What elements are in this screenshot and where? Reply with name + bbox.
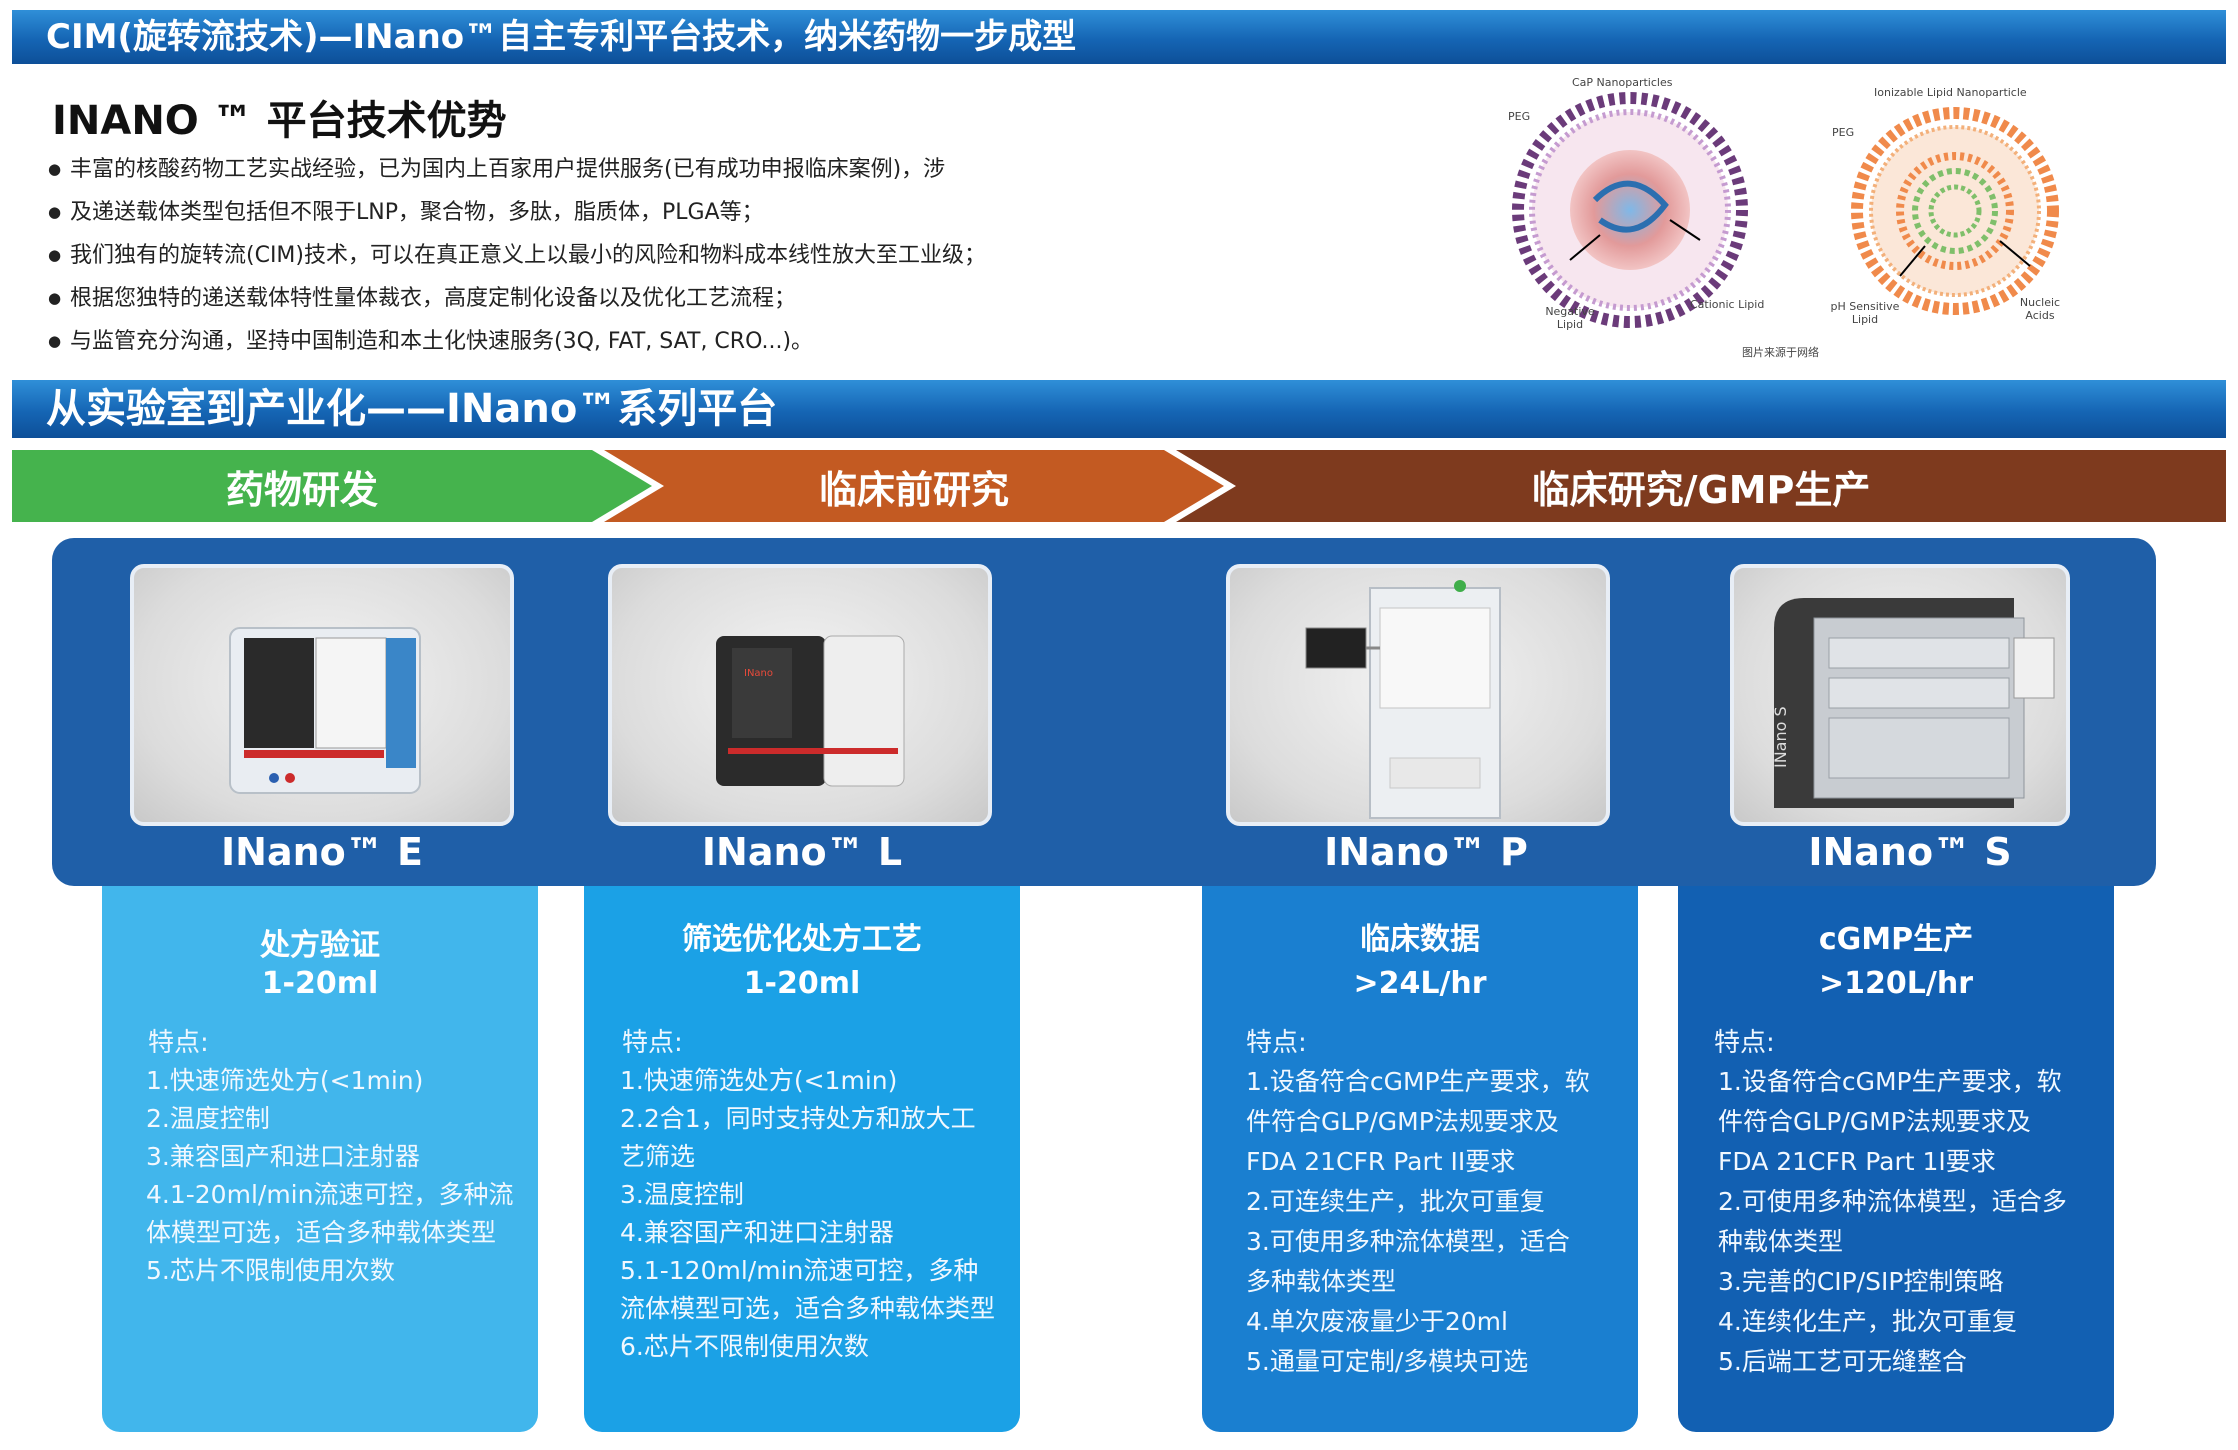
card-device-s: cGMP生产 >120L/hr 特点: 1.设备符合cGMP生产要求，软 件符合… — [1678, 886, 2114, 1432]
card-feature-label: 特点: — [1246, 1028, 1307, 1058]
feature-item: FDA 21CFR Part 1I要求 — [1718, 1147, 1996, 1176]
feature-item: 4.兼容国产和进口注射器 — [620, 1218, 894, 1247]
device-name-l: INano™ L — [701, 830, 903, 874]
feature-item: 艺筛选 — [620, 1142, 696, 1171]
feature-item: 5.后端工艺可无缝整合 — [1718, 1347, 1967, 1376]
advantage-item: 我们独有的旋转流(CIM)技术，可以在真正意义上以最小的风险和物料成本线性放大至… — [48, 234, 1028, 277]
device-p-image — [1305, 580, 1501, 819]
lnp-ph-label: pH Sensitive Lipid — [1830, 300, 1900, 326]
advantage-item: 根据您独特的递送载体特性量体裁衣，高度定制化设备以及优化工艺流程； — [48, 277, 1028, 320]
card-feature-list: 1.快速筛选处方(<1min) 2.2合1，同时支持处方和放大工 艺筛选 3.温… — [620, 1062, 995, 1366]
feature-item: 2.可使用多种流体模型，适合多 — [1718, 1187, 2067, 1216]
cap-nanoparticle-icon — [1512, 92, 1748, 328]
lnp-peg-label: PEG — [1832, 126, 1855, 139]
card-capacity: 1-20ml — [261, 966, 379, 1001]
card-capacity: >24L/hr — [1353, 966, 1487, 1001]
card-title: 处方验证 — [260, 928, 380, 963]
image-source-note: 图片来源于网络 — [1742, 346, 1819, 359]
card-feature-list: 1.设备符合cGMP生产要求，软 件符合GLP/GMP法规要求及 FDA 21C… — [1246, 1062, 1590, 1382]
cap-cationic-label: Cationic Lipid — [1690, 298, 1765, 311]
feature-item: 1.快速筛选处方(<1min) — [146, 1066, 424, 1095]
svg-text:INano S: INano S — [1771, 706, 1790, 768]
feature-item: 4.1-20ml/min流速可控，多种流 — [146, 1180, 514, 1209]
device-e-photo — [130, 564, 514, 826]
feature-item: 1.快速筛选处方(<1min) — [620, 1066, 898, 1095]
lnp-nucleic-label: Nucleic Acids — [2019, 296, 2061, 322]
device-e-image — [229, 627, 421, 794]
card-title: 筛选优化处方工艺 — [682, 922, 922, 957]
advantage-item: 丰富的核酸药物工艺实战经验，已为国内上百家用户提供服务(已有成功申报临床案例)，… — [48, 148, 1028, 191]
card-device-p: 临床数据 >24L/hr 特点: 1.设备符合cGMP生产要求，软 件符合GLP… — [1202, 886, 1638, 1432]
svg-text:INano: INano — [744, 668, 773, 679]
card-capacity: >120L/hr — [1819, 966, 1973, 1001]
feature-item: 种载体类型 — [1718, 1227, 1844, 1256]
device-name-s: INano™ S — [1808, 830, 2012, 874]
feature-item: 6.芯片不限制使用次数 — [620, 1332, 869, 1361]
feature-item: 2.可连续生产，批次可重复 — [1246, 1187, 1545, 1216]
feature-item: 5.芯片不限制使用次数 — [146, 1256, 395, 1285]
card-feature-list: 1.快速筛选处方(<1min) 2.温度控制 3.兼容国产和进口注射器 4.1-… — [146, 1062, 513, 1290]
lnp-illustration: Ionizable Lipid Nanoparticle PEG pH Sens… — [1830, 86, 2080, 336]
feature-item: FDA 21CFR Part II要求 — [1246, 1147, 1516, 1176]
card-device-e: 处方验证 1-20ml 特点: 1.快速筛选处方(<1min) 2.温度控制 3… — [102, 886, 538, 1432]
card-title: 临床数据 — [1360, 922, 1480, 957]
feature-item: 体模型可选，适合多种载体类型 — [146, 1218, 497, 1247]
lnp-icon — [1851, 107, 2059, 315]
feature-item: 2.2合1，同时支持处方和放大工 — [620, 1104, 976, 1133]
feature-item: 件符合GLP/GMP法规要求及 — [1246, 1107, 1559, 1136]
advantages-list: 丰富的核酸药物工艺实战经验，已为国内上百家用户提供服务(已有成功申报临床案例)，… — [48, 148, 1028, 363]
stage-preclinical: 临床前研究 — [604, 450, 1224, 522]
cap-nanoparticle-illustration: CaP Nanoparticles PEG Negative Lipid Cat… — [1500, 70, 1764, 340]
feature-item: 3.可使用多种流体模型，适合 — [1246, 1227, 1570, 1256]
card-feature-list: 1.设备符合cGMP生产要求，软 件符合GLP/GMP法规要求及 FDA 21C… — [1718, 1062, 2067, 1382]
feature-item: 5.1-120ml/min流速可控，多种 — [620, 1256, 979, 1285]
device-l-photo: INano — [608, 564, 992, 826]
advantages-title: INANO ™ 平台技术优势 — [52, 98, 507, 144]
card-feature-label: 特点: — [1714, 1028, 1775, 1058]
card-feature-label: 特点: — [622, 1028, 683, 1058]
feature-item: 流体模型可选，适合多种载体类型 — [620, 1294, 996, 1323]
feature-item: 4.连续化生产，批次可重复 — [1718, 1307, 2017, 1336]
feature-item: 多种载体类型 — [1246, 1267, 1397, 1296]
feature-item: 1.设备符合cGMP生产要求，软 — [1246, 1067, 1590, 1096]
feature-item: 件符合GLP/GMP法规要求及 — [1718, 1107, 2031, 1136]
feature-item: 3.兼容国产和进口注射器 — [146, 1142, 420, 1171]
platform-banner: 从实验室到产业化——INano™系列平台 — [12, 380, 2226, 438]
cap-title-label: CaP Nanoparticles — [1572, 76, 1673, 89]
advantage-item: 与监管充分沟通，坚持中国制造和本土化快速服务(3Q, FAT, SAT, CRO… — [48, 320, 1028, 363]
advantage-item: 及递送载体类型包括但不限于LNP，聚合物，多肽，脂质体，PLGA等； — [48, 191, 1028, 234]
device-p-photo — [1226, 564, 1610, 826]
card-device-l: 筛选优化处方工艺 1-20ml 特点: 1.快速筛选处方(<1min) 2.2合… — [584, 886, 1020, 1432]
feature-item: 3.完善的CIP/SIP控制策略 — [1718, 1267, 2004, 1296]
card-capacity: 1-20ml — [743, 966, 861, 1001]
cap-peg-label: PEG — [1508, 110, 1531, 123]
card-title: cGMP生产 — [1818, 922, 1974, 957]
device-name-p: INano™ P — [1324, 830, 1528, 874]
lnp-title-label: Ionizable Lipid Nanoparticle — [1874, 86, 2027, 99]
device-name-e: INano™ E — [221, 830, 423, 874]
feature-item: 2.温度控制 — [146, 1104, 270, 1133]
stage-drug-research: 药物研发 — [12, 450, 652, 522]
device-s-photo: INano S — [1730, 564, 2070, 826]
feature-item: 4.单次废液量少于20ml — [1246, 1307, 1508, 1336]
stage-arrows: 药物研发 临床前研究 临床研究/GMP生产 — [12, 450, 2226, 522]
top-banner: CIM(旋转流技术)—INano™自主专利平台技术，纳米药物一步成型 — [12, 10, 2226, 64]
stage-clinical-gmp: 临床研究/GMP生产 — [1176, 450, 2226, 522]
device-s-image: INano S — [1771, 598, 2055, 808]
feature-item: 1.设备符合cGMP生产要求，软 — [1718, 1067, 2062, 1096]
feature-item: 5.通量可定制/多模块可选 — [1246, 1347, 1529, 1376]
feature-item: 3.温度控制 — [620, 1180, 744, 1209]
device-l-image: INano — [716, 635, 905, 787]
cap-negative-label: Negative Lipid — [1545, 305, 1595, 331]
card-feature-label: 特点: — [148, 1028, 209, 1058]
